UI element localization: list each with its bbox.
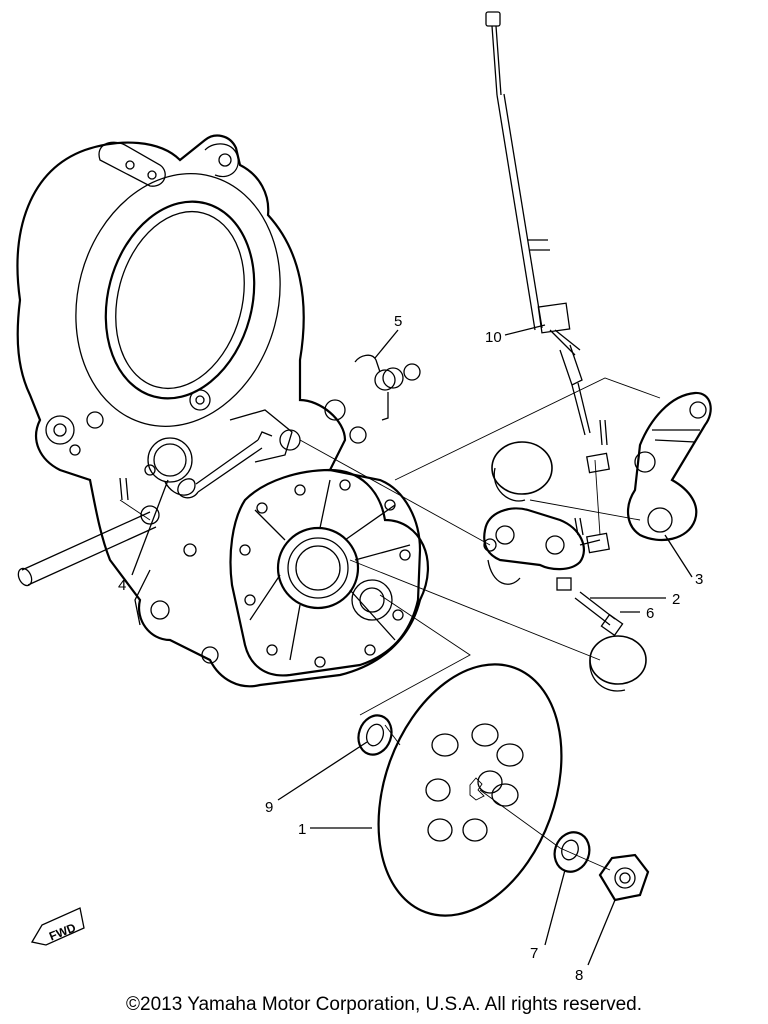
- callout-2: 2: [672, 591, 680, 608]
- callout-5: 5: [394, 313, 402, 330]
- fwd-label: FWD: [47, 920, 78, 943]
- callout-7: 7: [530, 945, 538, 962]
- callout-6: 6: [646, 605, 654, 622]
- callout-labels: 1 2 3 4 5 6 7 8 9 10: [118, 313, 703, 984]
- washers-and-nut: [357, 714, 650, 902]
- torsion-spring-top: [354, 354, 421, 421]
- callout-3: 3: [695, 571, 703, 588]
- gearcase-housing: [16, 134, 429, 688]
- leader-lines: [131, 324, 693, 966]
- small-hardware: [556, 419, 624, 637]
- torsion-spring-left: [147, 431, 273, 499]
- pivot-pin: [17, 477, 160, 587]
- lever-arm-3: [627, 391, 712, 542]
- fwd-arrow-icon: FWD: [30, 907, 85, 946]
- callout-1: 1: [298, 821, 306, 838]
- brake-disc: [377, 663, 563, 917]
- lever-arm-2: [483, 507, 601, 585]
- exploded-parts-diagram: 1 2 3 4 5 6 7 8 9 10 FWD: [16, 11, 712, 984]
- control-cable: [485, 11, 591, 436]
- callout-4: 4: [118, 577, 126, 594]
- callout-8: 8: [575, 967, 583, 984]
- rubber-caps: [491, 441, 647, 692]
- callout-9: 9: [265, 799, 273, 816]
- copyright-notice: ©2013 Yamaha Motor Corporation, U.S.A. A…: [126, 994, 642, 1015]
- callout-10: 10: [485, 329, 502, 346]
- alignment-lines: [119, 377, 661, 871]
